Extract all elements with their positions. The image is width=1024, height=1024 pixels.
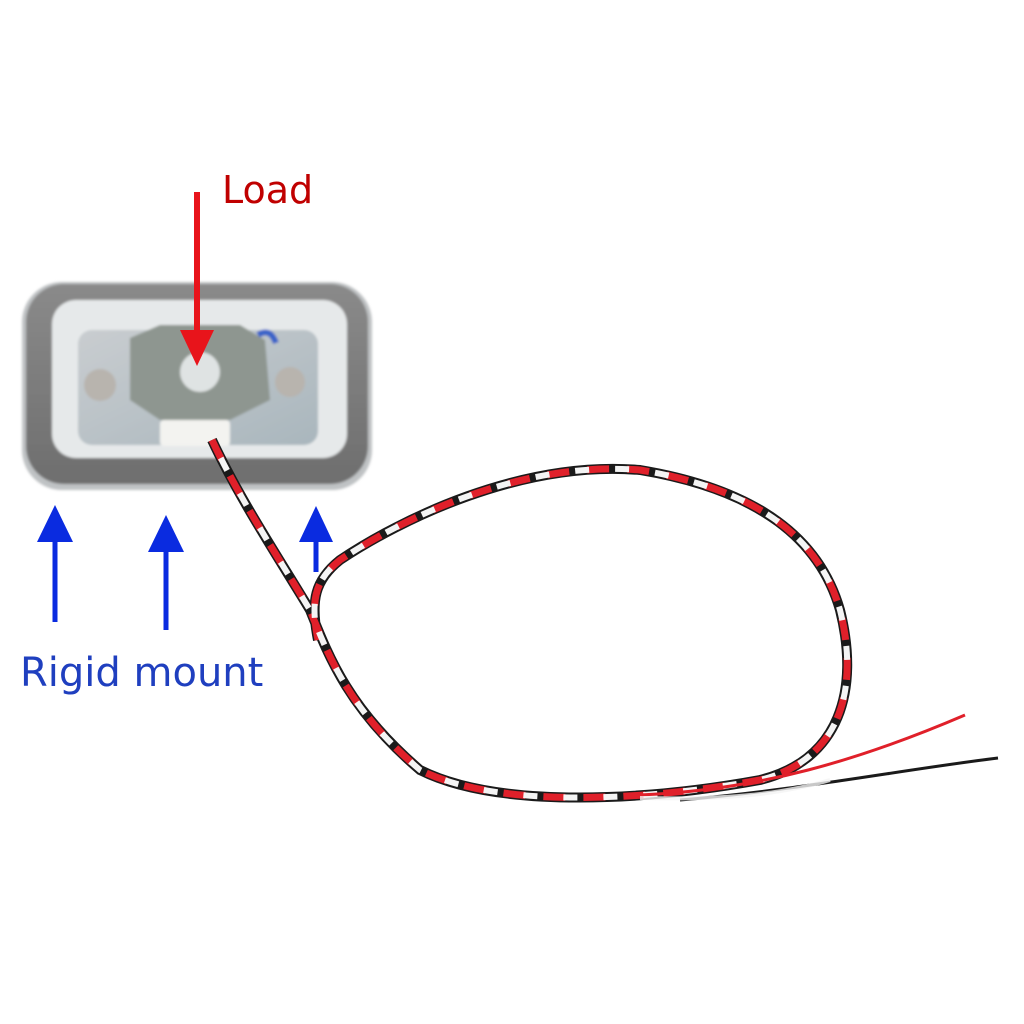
- mount-arrow-right: [299, 506, 333, 572]
- mount-arrow-left: [37, 505, 73, 622]
- load-arrow: [180, 192, 214, 366]
- wires: [212, 440, 1000, 800]
- load-cell: [22, 282, 372, 490]
- rigid-mount-label: Rigid mount: [20, 650, 264, 696]
- mount-arrow-center: [148, 515, 184, 630]
- load-label: Load: [222, 168, 314, 212]
